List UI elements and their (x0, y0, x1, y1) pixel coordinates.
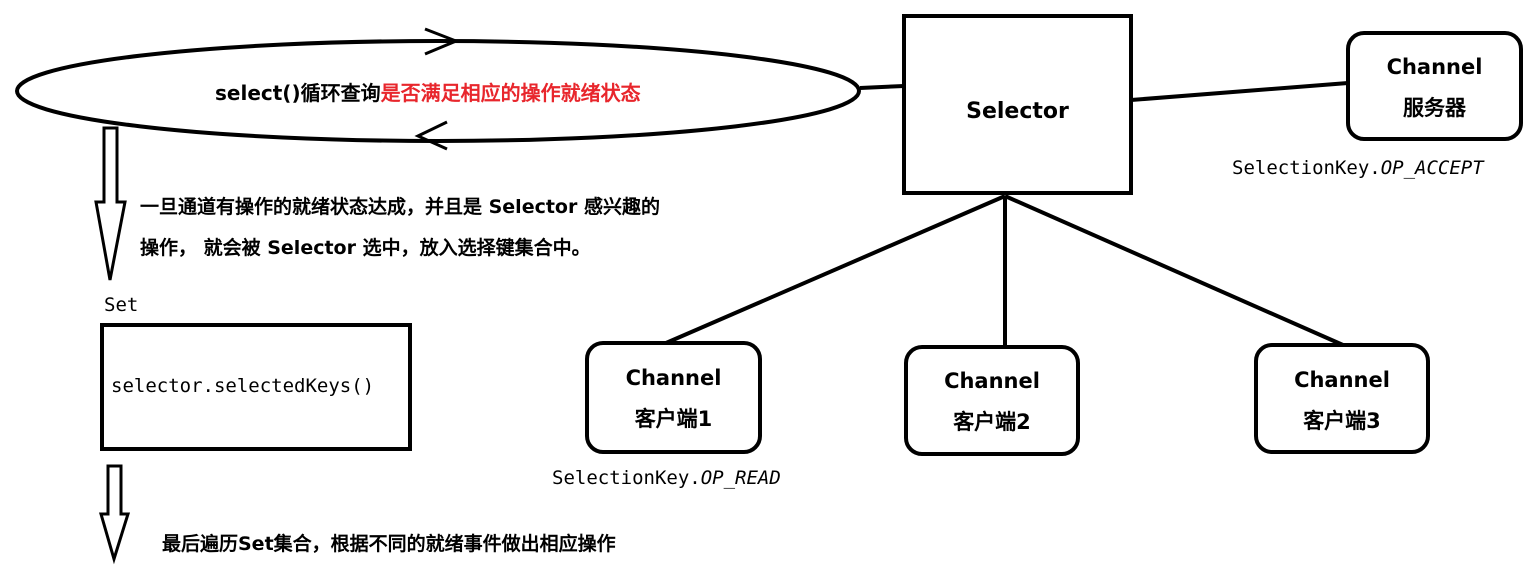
server-channel-label: Channel 服务器 (1348, 47, 1521, 129)
client1-channel-label: Channel 客户端1 (587, 358, 760, 440)
select-loop-ellipse (15, 39, 861, 143)
accept-key-label: SelectionKey.OP_ACCEPT (1232, 159, 1484, 178)
client2-channel-subtitle: 客户端2 (953, 409, 1031, 434)
client3-channel-box (1254, 343, 1430, 454)
selector-label: Selector (966, 99, 1069, 124)
loop-label-prefix: select()循环查询 (215, 81, 381, 105)
accept-key-op: OP_ACCEPT (1380, 157, 1484, 179)
client1-channel-subtitle: 客户端1 (634, 406, 713, 431)
server-channel-box (1346, 31, 1523, 141)
selector-to-client3-line (1004, 194, 1344, 347)
selector-box (902, 14, 1133, 195)
loop-back-arrowhead (414, 120, 448, 151)
selector-to-server-line (1130, 81, 1349, 102)
client2-channel-label: Channel 客户端2 (906, 361, 1078, 443)
step1-description: 一旦通道有操作的就绪状态达成，并且是 Selector 感兴趣的 操作， 就会被… (140, 187, 660, 269)
client2-channel-box (904, 345, 1080, 456)
down-arrow-1 (94, 126, 127, 281)
client1-channel-title: Channel (625, 366, 722, 390)
step1-line1: 一旦通道有操作的就绪状态达成，并且是 Selector 感兴趣的 (140, 196, 660, 218)
client3-channel-subtitle: 客户端3 (1303, 408, 1381, 433)
server-channel-subtitle: 服务器 (1403, 95, 1466, 120)
server-channel-title: Channel (1386, 55, 1483, 79)
read-key-prefix: SelectionKey. (552, 467, 701, 489)
loop-label-highlight: 是否满足相应的操作就绪状态 (380, 81, 641, 105)
down-arrow-2 (99, 464, 131, 565)
client1-channel-box (585, 341, 762, 454)
step2-description: 最后遍历Set集合，根据不同的就绪事件做出相应操作 (162, 533, 616, 555)
loop-forward-arrowhead (424, 27, 461, 56)
client2-channel-title: Channel (944, 369, 1040, 393)
selected-keys-code: selector.selectedKeys() (111, 375, 375, 397)
read-key-op: OP_READ (700, 467, 781, 489)
loop-to-selector-line (859, 84, 905, 90)
loop-label: select()循环查询是否满足相应的操作就绪状态 (215, 83, 641, 103)
accept-key-prefix: SelectionKey. (1232, 157, 1381, 179)
read-key-label: SelectionKey.OP_READ (552, 469, 781, 488)
set-title: Set (104, 294, 139, 316)
selector-to-client1-line (665, 194, 1006, 345)
client3-channel-label: Channel 客户端3 (1256, 360, 1428, 442)
client3-channel-title: Channel (1294, 368, 1390, 392)
set-box (100, 323, 412, 451)
step1-line2: 操作， 就会被 Selector 选中，放入选择键集合中。 (140, 237, 591, 259)
